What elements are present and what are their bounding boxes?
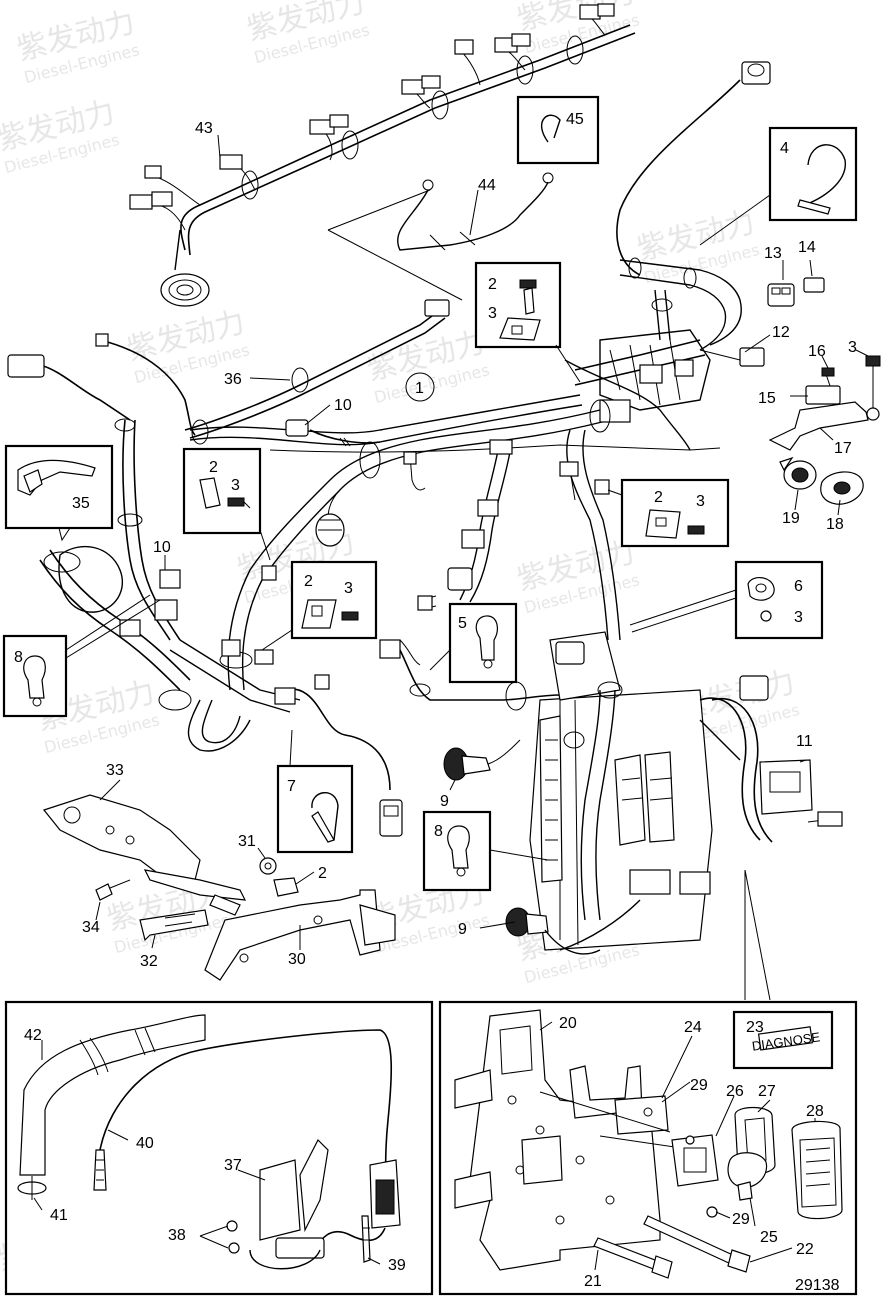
callout-2-top: 2 bbox=[488, 276, 497, 293]
callout-44: 44 bbox=[478, 177, 496, 194]
callout-1: 1 bbox=[415, 380, 424, 397]
callout-36: 36 bbox=[224, 371, 242, 388]
box-45 bbox=[516, 95, 600, 165]
callout-24: 24 bbox=[684, 1019, 702, 1036]
callout-9-bottom: 9 bbox=[458, 921, 467, 938]
callout-20: 20 bbox=[559, 1015, 577, 1032]
callout-31: 31 bbox=[238, 833, 256, 850]
callout-2-lower: 2 bbox=[318, 865, 327, 882]
callout-37: 37 bbox=[224, 1157, 242, 1174]
main-harness bbox=[7, 299, 721, 837]
callout-26: 26 bbox=[726, 1083, 744, 1100]
box-2-3-right bbox=[607, 478, 730, 548]
callout-19: 19 bbox=[782, 510, 800, 527]
callout-11: 11 bbox=[796, 733, 813, 750]
callout-2-center: 2 bbox=[304, 573, 313, 590]
callout-2-left: 2 bbox=[209, 459, 218, 476]
ground-strap bbox=[327, 172, 554, 301]
callout-23: 23 bbox=[746, 1019, 764, 1036]
callout-12: 12 bbox=[772, 324, 790, 341]
callout-10-left: 10 bbox=[153, 539, 171, 556]
injector-harness bbox=[129, 3, 636, 307]
panel-lower-right: DIAGNOSE bbox=[438, 1000, 858, 1296]
box-8-left bbox=[2, 594, 161, 718]
callout-43: 43 bbox=[195, 120, 213, 137]
callout-4: 4 bbox=[780, 140, 789, 157]
callout-labels: 43 45 44 4 13 14 2 3 12 16 3 15 17 1 36 … bbox=[14, 111, 857, 1290]
callout-30: 30 bbox=[288, 951, 306, 968]
callout-5: 5 bbox=[458, 615, 467, 632]
callout-22: 22 bbox=[796, 1241, 814, 1258]
callout-16: 16 bbox=[808, 343, 826, 360]
box-7 bbox=[276, 729, 354, 854]
callout-14: 14 bbox=[798, 239, 816, 256]
box-2-3-center-left bbox=[182, 447, 277, 581]
callout-2-right: 2 bbox=[654, 489, 663, 506]
callout-8-left: 8 bbox=[14, 649, 23, 666]
callout-17: 17 bbox=[834, 440, 852, 457]
callout-35: 35 bbox=[72, 495, 90, 512]
callout-27: 27 bbox=[758, 1083, 776, 1100]
callout-18: 18 bbox=[826, 516, 844, 533]
connectors-13-14 bbox=[767, 277, 825, 307]
callout-6: 6 bbox=[794, 578, 803, 595]
callout-3-right: 3 bbox=[696, 493, 705, 510]
callout-7: 7 bbox=[287, 778, 296, 795]
callout-10-top: 10 bbox=[334, 397, 352, 414]
callout-39: 39 bbox=[388, 1257, 406, 1274]
box-4 bbox=[699, 126, 858, 246]
callout-3-left: 3 bbox=[231, 477, 240, 494]
callout-45: 45 bbox=[566, 111, 584, 128]
callout-29-top: 29 bbox=[690, 1077, 708, 1094]
box-2-3-center bbox=[261, 560, 378, 651]
box-8-center bbox=[422, 810, 549, 892]
callout-40: 40 bbox=[136, 1135, 154, 1152]
callout-3-center: 3 bbox=[344, 580, 353, 597]
callout-9-top: 9 bbox=[440, 793, 449, 810]
callout-21: 21 bbox=[584, 1273, 602, 1290]
box-6-3 bbox=[629, 560, 824, 640]
callout-15: 15 bbox=[758, 390, 776, 407]
callout-32: 32 bbox=[140, 953, 158, 970]
callout-8-center: 8 bbox=[434, 823, 443, 840]
drawing-number: 29138 bbox=[795, 1277, 840, 1294]
callout-25: 25 bbox=[760, 1229, 778, 1246]
callout-29-bottom: 29 bbox=[732, 1211, 750, 1228]
box-5 bbox=[429, 602, 518, 684]
callout-41: 41 bbox=[50, 1207, 68, 1224]
callout-28: 28 bbox=[806, 1103, 824, 1120]
callout-42: 42 bbox=[24, 1027, 42, 1044]
callout-13: 13 bbox=[764, 245, 782, 262]
callout-33: 33 bbox=[106, 762, 124, 779]
callout-3-box6: 3 bbox=[794, 609, 803, 626]
callout-3-top: 3 bbox=[488, 305, 497, 322]
box-2-3-top bbox=[474, 261, 581, 383]
leader-lines bbox=[33, 134, 869, 1271]
bracket-17 bbox=[768, 355, 881, 505]
callout-3-bracket: 3 bbox=[848, 339, 857, 356]
ecu-assembly bbox=[443, 631, 843, 955]
callout-34: 34 bbox=[82, 919, 100, 936]
panel-lower-left bbox=[4, 1000, 434, 1296]
brackets-lower bbox=[42, 794, 396, 981]
box-35 bbox=[4, 444, 114, 542]
upper-right-harness bbox=[616, 61, 771, 367]
callout-38: 38 bbox=[168, 1227, 186, 1244]
